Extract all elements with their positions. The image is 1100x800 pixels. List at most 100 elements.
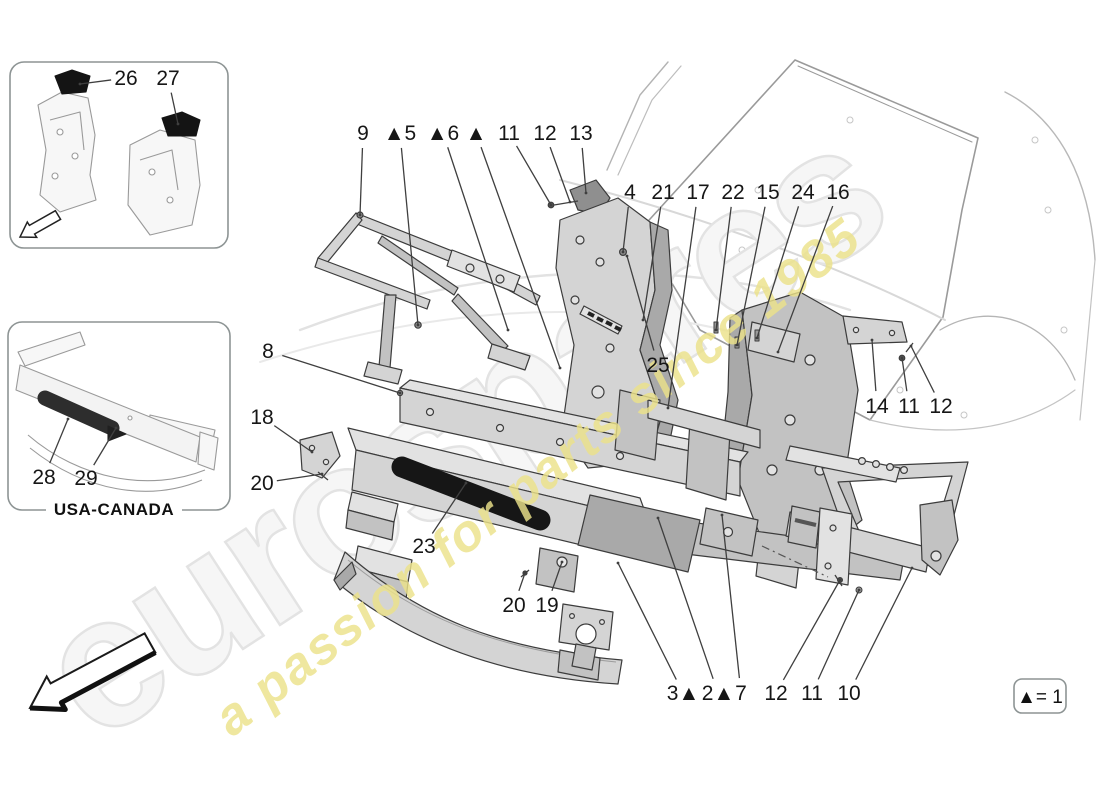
rail-end-bracket (520, 547, 579, 593)
leader-line (49, 418, 69, 464)
callout-24: 24 (755, 181, 815, 340)
inset-direction-arrow (18, 209, 62, 239)
callout-17: 17 (666, 181, 710, 410)
leader-target-dot (666, 406, 670, 410)
leader-line (79, 79, 112, 85)
wedge-part-29 (107, 425, 127, 442)
leader-line (581, 147, 587, 194)
callout-label: 13 (569, 122, 592, 145)
leader-target-dot (870, 338, 874, 342)
leader-line (551, 561, 563, 592)
inset-bracket-right (127, 111, 201, 236)
inset-caption-bg (46, 500, 182, 519)
callout-label: 3▲ (667, 682, 699, 705)
center-mount-bracket (558, 603, 614, 671)
leader-target-dot (66, 417, 70, 421)
callout-21: 21 (641, 181, 675, 322)
leader-target-dot (776, 350, 780, 354)
leader-line (400, 147, 419, 326)
callout-label: 21 (651, 181, 674, 204)
callout-label: ▲ (466, 122, 487, 145)
direction-arrow (28, 632, 157, 712)
callout-18: 18 (250, 406, 314, 454)
leader-target-dot (320, 472, 324, 476)
callout-27: 27 (156, 67, 180, 126)
callout-29: 29 (74, 426, 118, 490)
callout-label: 29 (74, 467, 97, 490)
callout-label: 20 (250, 472, 273, 495)
callout-label: 26 (114, 67, 137, 90)
callout-23: 23 (412, 481, 468, 558)
callout-label: 11 (801, 682, 823, 705)
callout-label: 8 (262, 340, 274, 363)
callout-12: 12 (533, 122, 572, 204)
leader-target-dot (560, 560, 564, 564)
callout-label: 12 (533, 122, 556, 145)
callout-label: 14 (865, 395, 889, 418)
callout-label: 16 (826, 181, 849, 204)
callout-2tri: 2▲ (656, 516, 734, 705)
side-bracket-14 (842, 315, 914, 362)
leader-line (756, 206, 800, 339)
leader-target-dot (506, 328, 510, 332)
leader-target-dot (720, 513, 724, 517)
leader-line (276, 473, 323, 482)
leader-line (273, 425, 313, 453)
callout-20: 20 (250, 472, 324, 495)
callout-11: 11 (801, 588, 861, 705)
callout-20: 20 (502, 571, 527, 617)
callout-16: 16 (776, 181, 850, 354)
leader-line (657, 517, 714, 680)
leader-line (93, 427, 117, 466)
leader-line (855, 567, 913, 680)
leader-target-dot (416, 323, 420, 327)
leader-target-dot (714, 328, 718, 332)
callout-label: ▲6 (427, 122, 459, 145)
leader-target-dot (114, 426, 118, 430)
callout-15: 15 (735, 181, 780, 347)
leader-line (480, 146, 561, 369)
leader-line (736, 206, 766, 346)
cap-part-26 (54, 69, 91, 95)
leader-target-dot (549, 203, 553, 207)
callout-13: 13 (569, 122, 593, 195)
leader-line (715, 206, 732, 331)
callout-label: 10 (837, 682, 860, 705)
leader-line (617, 562, 677, 680)
callout-label: 12 (929, 395, 952, 418)
detached-arm-assembly (761, 499, 959, 594)
leader-target-dot (755, 336, 759, 340)
callout-label: 27 (156, 67, 179, 90)
leader-line (515, 145, 552, 206)
usa-canada-caption: USA-CANADA (54, 500, 174, 519)
callout-22: 22 (714, 181, 745, 332)
leader-line (910, 345, 935, 393)
callout-14: 14 (865, 338, 889, 418)
leader-line (549, 146, 571, 203)
callout-label: 28 (32, 466, 55, 489)
callout-label: 11 (898, 395, 920, 418)
callout-label: ▲5 (384, 122, 416, 145)
callout-label: 25 (646, 354, 669, 377)
callout-8: 8 (262, 340, 402, 395)
callout-19: 19 (535, 560, 564, 617)
callout-label: 2▲ (702, 682, 734, 705)
leader-line (447, 147, 509, 331)
leader-line (667, 206, 697, 409)
callout-label: 19 (535, 594, 558, 617)
callout-label: 23 (412, 535, 435, 558)
leader-line (782, 579, 841, 681)
callout-11: 11 (898, 356, 920, 418)
leader-target-dot (558, 366, 562, 370)
leader-line (871, 339, 877, 392)
callout-9: 9 (357, 122, 369, 217)
callout-label: 4 (624, 181, 636, 204)
callout-label: 11 (498, 122, 520, 145)
callout-label: 18 (250, 406, 273, 429)
leader-target-dot (656, 516, 660, 520)
callout-12: 12 (909, 344, 953, 418)
leader-target-dot (568, 200, 572, 204)
inset-top-left (9, 61, 229, 249)
